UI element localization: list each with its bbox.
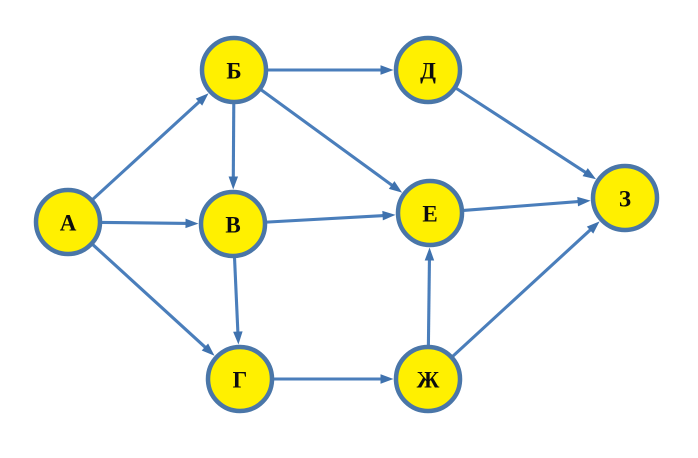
node-circle[interactable]	[395, 178, 465, 248]
edge-g-to-zh	[273, 374, 394, 384]
node-label: Б	[226, 59, 241, 84]
edge-d-to-z	[455, 86, 597, 180]
edge-line	[451, 227, 593, 358]
arrowhead-icon	[577, 196, 591, 207]
arrowhead-icon	[185, 218, 199, 229]
arrowhead-icon	[586, 221, 600, 234]
edge-v-to-e	[266, 210, 396, 224]
node-label: З	[619, 187, 631, 212]
node-label: В	[225, 213, 240, 238]
node-label: А	[60, 211, 77, 236]
graph-node-d[interactable]: Д	[393, 35, 463, 105]
node-circle[interactable]	[590, 163, 660, 233]
node-label: Е	[422, 202, 437, 227]
edge-e-to-z	[463, 196, 591, 212]
edge-a-to-b	[91, 93, 209, 201]
edge-zh-to-e	[424, 247, 435, 346]
graph-node-z[interactable]: З	[590, 163, 660, 233]
node-label: Ж	[417, 368, 440, 393]
node-circle[interactable]	[205, 344, 275, 414]
node-circle[interactable]	[199, 35, 269, 105]
edge-b-to-e	[260, 88, 403, 193]
edge-line	[101, 220, 188, 225]
edge-a-to-v	[101, 218, 199, 229]
graph-node-zh[interactable]: Ж	[393, 344, 463, 414]
graph-node-b[interactable]: Б	[199, 35, 269, 105]
graph-node-e[interactable]: Е	[395, 178, 465, 248]
arrowhead-icon	[228, 176, 239, 190]
arrowhead-icon	[380, 65, 394, 75]
edge-line	[91, 99, 202, 201]
graph-node-g[interactable]: Г	[205, 344, 275, 414]
arrowhead-icon	[201, 343, 215, 356]
edge-zh-to-z	[451, 221, 600, 358]
node-circle[interactable]	[33, 187, 103, 257]
node-circle[interactable]	[393, 35, 463, 105]
arrowhead-icon	[233, 331, 243, 345]
edges-layer	[91, 65, 600, 384]
arrowhead-icon	[195, 93, 209, 106]
edge-line	[463, 199, 581, 212]
arrowhead-icon	[382, 210, 396, 221]
edge-a-to-g	[91, 243, 215, 356]
edge-line	[260, 88, 395, 188]
graph-node-a[interactable]: А	[33, 187, 103, 257]
arrowhead-icon	[388, 181, 403, 193]
node-label: Д	[420, 59, 436, 84]
edge-b-to-d	[267, 65, 394, 75]
edge-line	[426, 258, 432, 346]
edge-line	[455, 86, 588, 175]
nodes-layer: А Б В Г Д Е Ж З	[33, 35, 660, 414]
edge-v-to-g	[232, 257, 243, 345]
edge-line	[232, 257, 240, 334]
arrowhead-icon	[582, 168, 597, 180]
arrowhead-icon	[380, 374, 394, 384]
node-label: Г	[233, 368, 248, 393]
edge-line	[266, 213, 385, 224]
node-circle[interactable]	[393, 344, 463, 414]
node-circle[interactable]	[198, 189, 268, 259]
graph-node-v[interactable]: В	[198, 189, 268, 259]
edge-b-to-v	[228, 103, 239, 190]
arrowhead-icon	[424, 247, 435, 261]
edge-line	[91, 243, 208, 350]
